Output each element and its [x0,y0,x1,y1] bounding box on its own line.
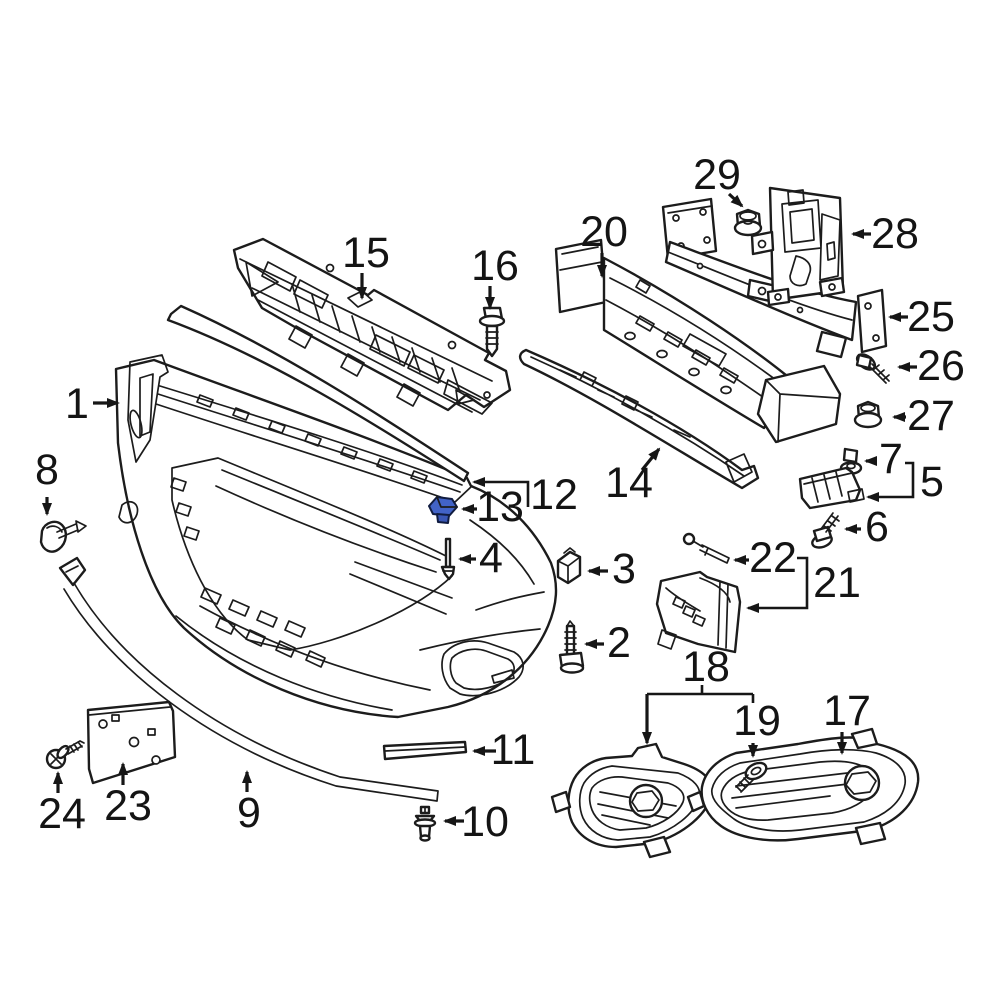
callout-label-6[interactable]: 6 [865,503,889,551]
callout-label-1[interactable]: 1 [65,380,89,428]
part-energy-absorber [554,238,842,444]
callout-label-2[interactable]: 2 [607,619,631,667]
part-push-clip-10 [413,805,437,842]
part-bolt-16 [478,306,506,358]
part-front-bumper-cover [114,354,558,719]
part-clip-nut-3 [556,547,582,585]
callout-5-bracket [866,461,915,502]
part-screw-2 [558,620,585,674]
part-fog-bezel-right [686,727,920,846]
callout-label-10[interactable]: 10 [461,798,509,846]
callout-label-4[interactable]: 4 [479,534,503,582]
part-guide-bracket-5 [798,466,865,510]
callout-label-25[interactable]: 25 [907,293,955,341]
callout-14-arrow [640,447,661,472]
part-lower-absorber-blade [518,348,760,490]
part-screw-24 [45,740,85,770]
callout-21-bracket [746,556,809,613]
part-reinforcement-bar [661,197,888,359]
part-side-support-21 [655,570,742,654]
callout-label-7[interactable]: 7 [879,435,903,483]
part-nut-27 [853,400,883,429]
part-molding-insert-11 [382,740,468,761]
callout-label-29[interactable]: 29 [693,151,741,199]
part-flange-nut-29 [733,208,763,237]
callout-29-arrow [727,192,744,208]
callout-label-12[interactable]: 12 [530,471,578,519]
callout-label-19[interactable]: 19 [733,697,781,745]
callout-label-5[interactable]: 5 [920,458,944,506]
callout-label-18[interactable]: 18 [682,643,730,691]
part-retainer-clip-8 [39,520,87,553]
callout-label-8[interactable]: 8 [35,446,59,494]
callout-label-11[interactable]: 11 [491,726,536,774]
part-upper-molding-strip [166,304,470,483]
part-retainer-rod-22 [682,532,730,564]
callout-label-26[interactable]: 26 [917,342,965,390]
callout-label-15[interactable]: 15 [342,229,390,277]
callout-label-20[interactable]: 20 [580,208,628,256]
callout-12-bracket [472,477,530,507]
part-fog-bezel-left [550,742,714,859]
part-grille-shutter [232,237,512,415]
callout-label-9[interactable]: 9 [237,789,261,837]
part-bolt-6 [811,512,840,549]
callout-label-16[interactable]: 16 [471,242,519,290]
callout-label-27[interactable]: 27 [907,392,955,440]
callout-label-23[interactable]: 23 [104,782,152,830]
callout-label-3[interactable]: 3 [612,545,636,593]
part-sensor-bracket [750,186,846,307]
callout-label-24[interactable]: 24 [38,790,86,838]
callout-label-13[interactable]: 13 [476,483,524,531]
callout-18-bracket [647,685,755,703]
part-bolt-19 [735,761,768,793]
callout-label-17[interactable]: 17 [823,687,871,735]
part-push-rivet-4 [440,537,456,581]
callout-label-21[interactable]: 21 [813,559,861,607]
part-bolt-26 [855,353,890,384]
part-license-bracket-23 [86,700,177,785]
callout-label-28[interactable]: 28 [871,210,919,258]
callout-label-22[interactable]: 22 [749,534,797,582]
part-molding-clip-13-highlighted[interactable] [428,496,458,524]
callout-label-14[interactable]: 14 [605,459,653,507]
part-lower-molding-strip-9 [58,556,439,802]
